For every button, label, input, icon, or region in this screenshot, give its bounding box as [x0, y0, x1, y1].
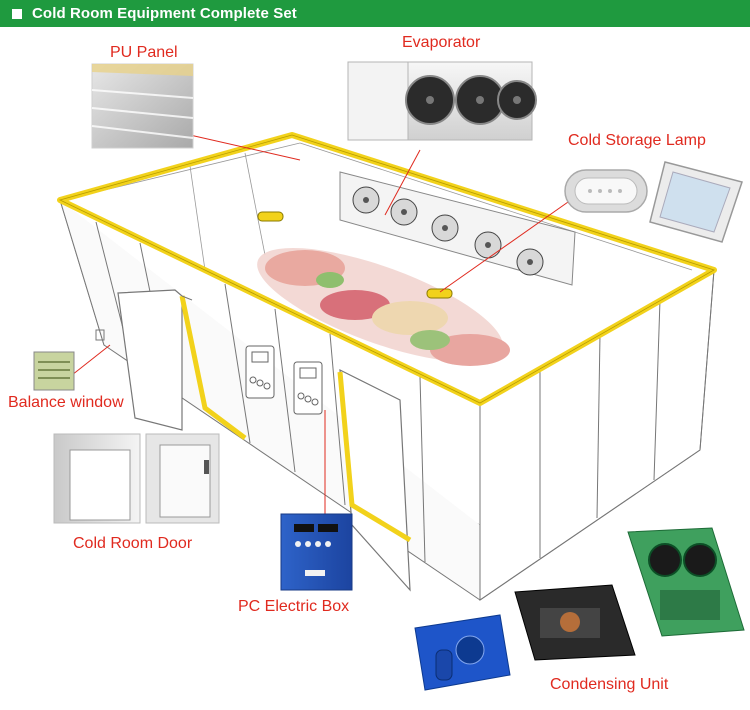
condensing-unit-green-photo — [627, 527, 745, 637]
label-cold-room-door: Cold Room Door — [73, 535, 193, 552]
label-condensing-unit: Condensing Unit — [550, 676, 669, 693]
pc-electric-box-photo — [280, 513, 353, 591]
label-evaporator: Evaporator — [402, 34, 481, 51]
wall-controllers — [245, 345, 323, 415]
header-bar: Cold Room Equipment Complete Set — [0, 0, 750, 27]
pu-panel-photo — [91, 63, 194, 149]
cold-storage-lamp-photo — [564, 161, 743, 243]
page-title: Cold Room Equipment Complete Set — [32, 5, 297, 22]
square-bullet-icon — [12, 8, 22, 19]
ceiling-lamps — [257, 211, 453, 299]
cold-room-door-photos — [53, 433, 220, 524]
door-left — [117, 289, 247, 440]
food-pile — [257, 247, 510, 366]
label-balance-window: Balance window — [8, 394, 124, 411]
balance-window-photo — [33, 351, 75, 391]
evaporator-inside — [339, 171, 576, 286]
label-pc-electric-box: PC Electric Box — [238, 598, 350, 615]
label-cold-storage-lamp: Cold Storage Lamp — [568, 132, 706, 149]
evaporator-photo — [347, 61, 537, 141]
door-right — [337, 368, 412, 592]
leader-lines — [71, 134, 579, 520]
condensing-unit-black-photo — [514, 584, 636, 661]
label-pu-panel: PU Panel — [110, 44, 178, 61]
condensing-unit-blue-photo — [414, 614, 511, 691]
